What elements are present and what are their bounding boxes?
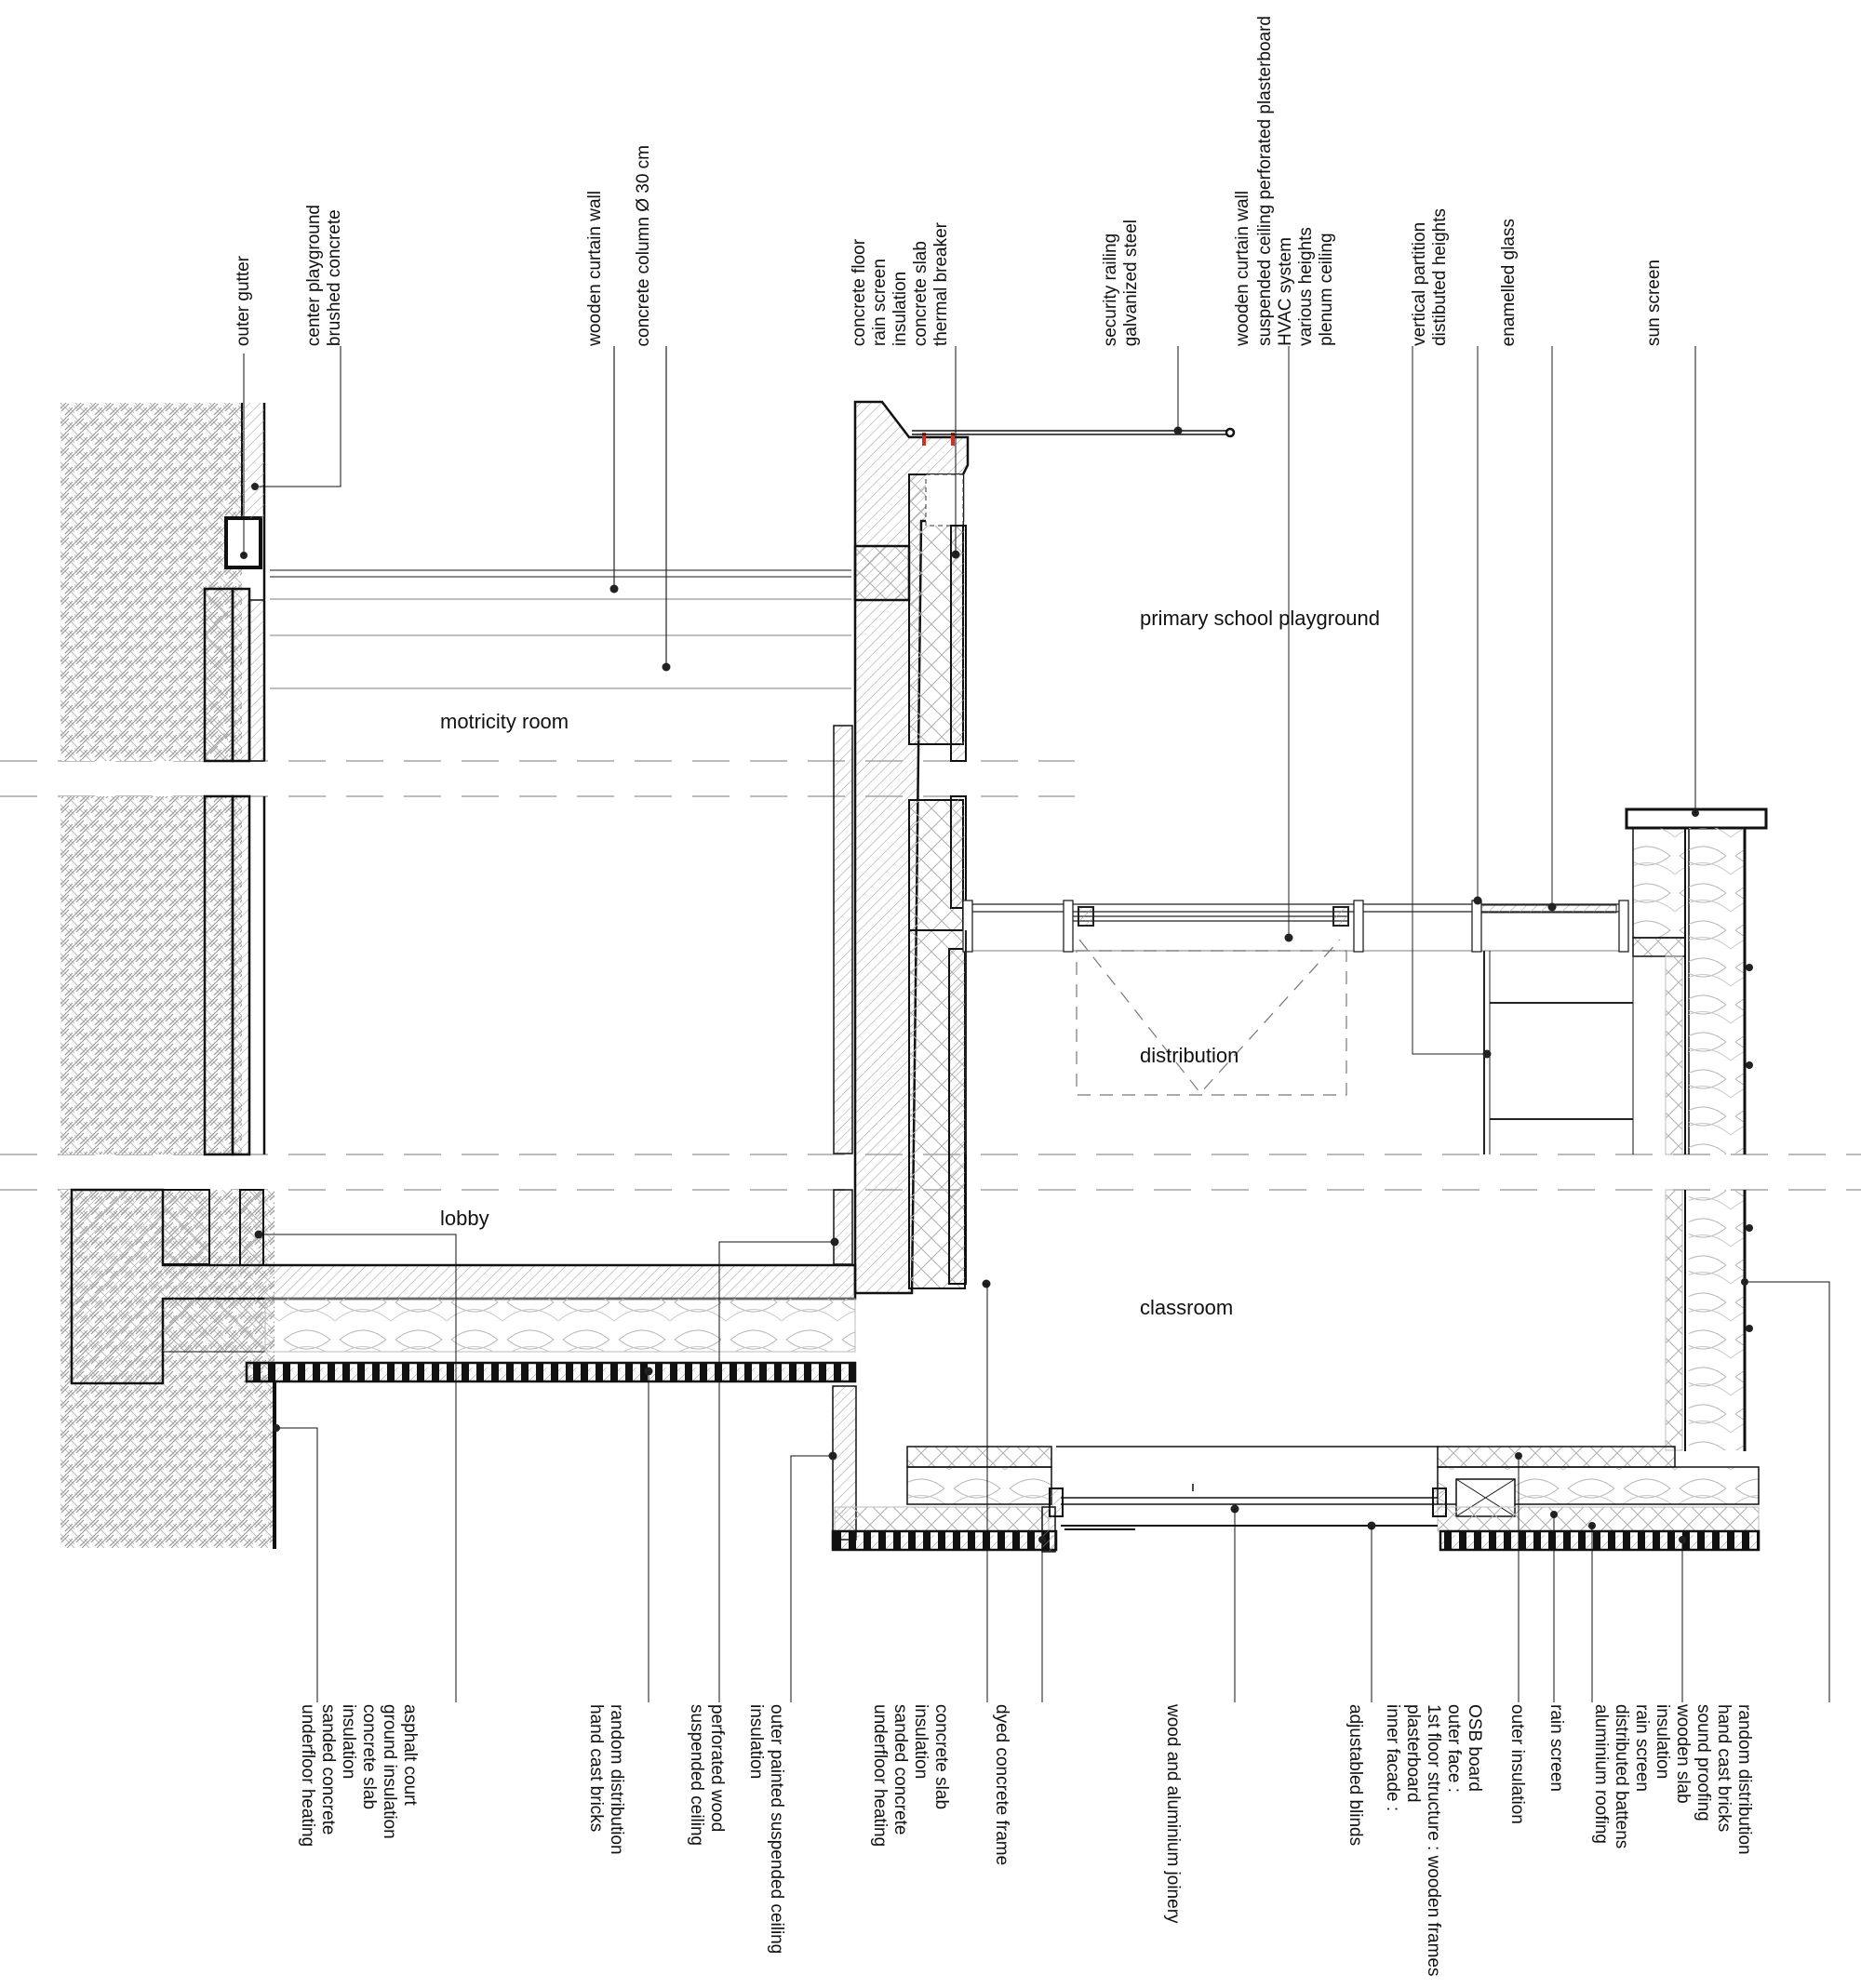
room-label-motricity: motricity room — [440, 710, 569, 733]
callout-line: 1st floor structure : wooden frames — [1424, 1704, 1443, 1977]
callout-line: concrete slab — [931, 1704, 951, 1810]
callout-line: thermal breaker — [931, 221, 951, 346]
callout-top-sun-screen: sun screen — [1644, 260, 1665, 346]
callout-line: sanded concrete — [318, 1704, 338, 1835]
lobby-floor — [70, 1188, 857, 1702]
callout-line: aluminium roofing — [1591, 1704, 1611, 1844]
callout-line: vertical partition — [1410, 221, 1429, 346]
callout-line: random distribution — [1734, 1704, 1754, 1855]
left-wall — [203, 346, 341, 1156]
callout-line: wood and aluminium joinery — [1163, 1704, 1183, 1924]
callout-line: wooden curtain wall — [585, 191, 605, 346]
callout-line: center playground — [304, 204, 324, 346]
right-facade — [1625, 346, 1830, 1702]
callout-bottom-outer-insulation: outer insulation — [1506, 1704, 1527, 1824]
callout-line: distributed battens — [1612, 1704, 1631, 1849]
callout-line: enamelled glass — [1499, 218, 1519, 346]
callout-line: insulation — [890, 271, 910, 346]
callout-line: galvanized steel — [1121, 219, 1141, 346]
callout-line: underfloor heating — [870, 1704, 890, 1848]
distribution-ceiling — [962, 346, 1633, 1154]
callout-line: insulation — [1653, 1704, 1672, 1780]
callout-line: concrete floor — [850, 238, 869, 346]
room-label-playground: primary school playground — [1140, 607, 1381, 630]
callout-line: suspended ceiling perforated plasterboar… — [1255, 16, 1275, 346]
callout-line: wooden curtain wall — [1233, 191, 1252, 346]
callout-line: distibuted heights — [1430, 208, 1450, 346]
callout-line: concrete slab — [359, 1704, 379, 1810]
callout-line: ground insulation — [380, 1704, 399, 1839]
callout-line: brushed concrete — [325, 209, 344, 346]
callout-line: random distribution — [607, 1704, 626, 1855]
callout-bottom-wood-aluminium-joinery: wood and aluminium joinery — [1162, 1704, 1183, 1924]
callout-bottom-adjustabled-blinds: adjustabled blinds — [1345, 1704, 1365, 1846]
concrete-column — [833, 346, 970, 1295]
callout-top-outer-gutter: outer gutter — [234, 256, 254, 346]
callout-line: outer painted suspended ceiling — [767, 1704, 786, 1955]
callout-line: OSB board — [1465, 1704, 1484, 1792]
callout-line: concrete slab — [911, 240, 930, 346]
callout-bottom-rain-screen: rain screen — [1546, 1704, 1566, 1792]
callout-line: sanded concrete — [890, 1704, 910, 1835]
callout-line: hand cast bricks — [1714, 1704, 1734, 1833]
callout-line: plenum ceiling — [1317, 233, 1336, 346]
room-label-classroom: classroom — [1140, 1296, 1234, 1319]
callout-line: asphalt court — [400, 1704, 420, 1806]
callout-top-wooden-curtain-wall-1: wooden curtain wall — [585, 191, 606, 346]
callout-line: outer face : — [1444, 1704, 1464, 1794]
callout-line: insulation — [911, 1704, 930, 1780]
callout-line: insulation — [746, 1704, 766, 1780]
callout-line: underfloor heating — [298, 1704, 317, 1848]
callout-line: various heights — [1296, 227, 1316, 346]
callout-line: hand cast bricks — [586, 1704, 606, 1833]
callout-line: sun screen — [1644, 260, 1664, 346]
callout-top-wooden-curtain-wall-2: wooden curtain wall — [1233, 191, 1253, 346]
room-label-distribution: distribution — [1140, 1044, 1239, 1067]
callout-top-concrete-column: concrete column Ø 30 cm — [634, 145, 654, 346]
security-railing — [912, 346, 1236, 438]
callout-line: outer insulation — [1507, 1704, 1527, 1824]
callout-line: suspended ceiling — [687, 1704, 706, 1847]
callout-bottom-dyed-concrete-frame: dyed concrete frame — [991, 1704, 1011, 1865]
callout-line: perforated wood — [707, 1704, 727, 1833]
callout-line: sound proofing — [1694, 1704, 1713, 1821]
callout-line: outer gutter — [234, 255, 253, 346]
callout-line: insulation — [339, 1704, 358, 1780]
callout-line: dyed concrete frame — [992, 1704, 1011, 1866]
callout-top-suspended-ceiling-plenum: suspended ceiling perforated plasterboar… — [1255, 16, 1337, 346]
callout-line: rain screen — [870, 259, 890, 346]
callout-top-enamelled-glass: enamelled glass — [1499, 219, 1520, 346]
callout-line: concrete column Ø 30 cm — [634, 144, 653, 346]
callout-line: rain screen — [1546, 1704, 1566, 1792]
callout-line: rain screen — [1632, 1704, 1652, 1792]
callout-line: HVAC system — [1276, 237, 1295, 346]
callout-line: adjustabled blinds — [1346, 1704, 1365, 1847]
classroom-floor — [790, 1279, 1761, 1702]
callout-line: inner facade : — [1383, 1704, 1402, 1812]
callout-line: plasterboard — [1403, 1704, 1423, 1803]
room-label-lobby: lobby — [440, 1207, 489, 1230]
motricity-curtain-wall — [270, 346, 851, 689]
callout-line: wooden slab — [1673, 1704, 1693, 1804]
callout-line: security railing — [1101, 233, 1120, 346]
